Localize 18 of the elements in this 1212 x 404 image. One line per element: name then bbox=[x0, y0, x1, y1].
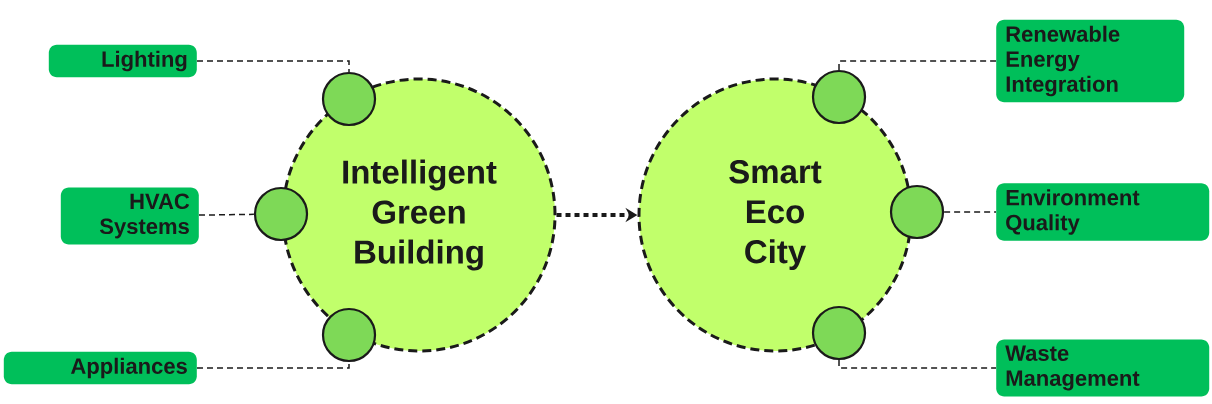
label-box: Appliances bbox=[3, 351, 197, 385]
label-box: Lighting bbox=[48, 44, 197, 78]
leader-line bbox=[196, 60, 350, 73]
leader-line bbox=[838, 359, 997, 369]
connector-dot bbox=[811, 305, 867, 361]
connector-dot bbox=[889, 184, 945, 240]
leader-line bbox=[943, 211, 997, 213]
label-box: HVAC Systems bbox=[60, 187, 199, 245]
connector-dot bbox=[321, 307, 377, 363]
connector-dot bbox=[811, 69, 867, 125]
leader-line bbox=[838, 60, 997, 71]
label-box: Renewable Energy Integration bbox=[996, 19, 1185, 103]
connector-dot bbox=[321, 71, 377, 127]
label-box: Waste Management bbox=[996, 339, 1210, 397]
leader-line bbox=[198, 213, 255, 216]
connector-dot bbox=[253, 186, 309, 242]
leader-line bbox=[196, 361, 350, 369]
label-box: Environment Quality bbox=[996, 183, 1210, 241]
